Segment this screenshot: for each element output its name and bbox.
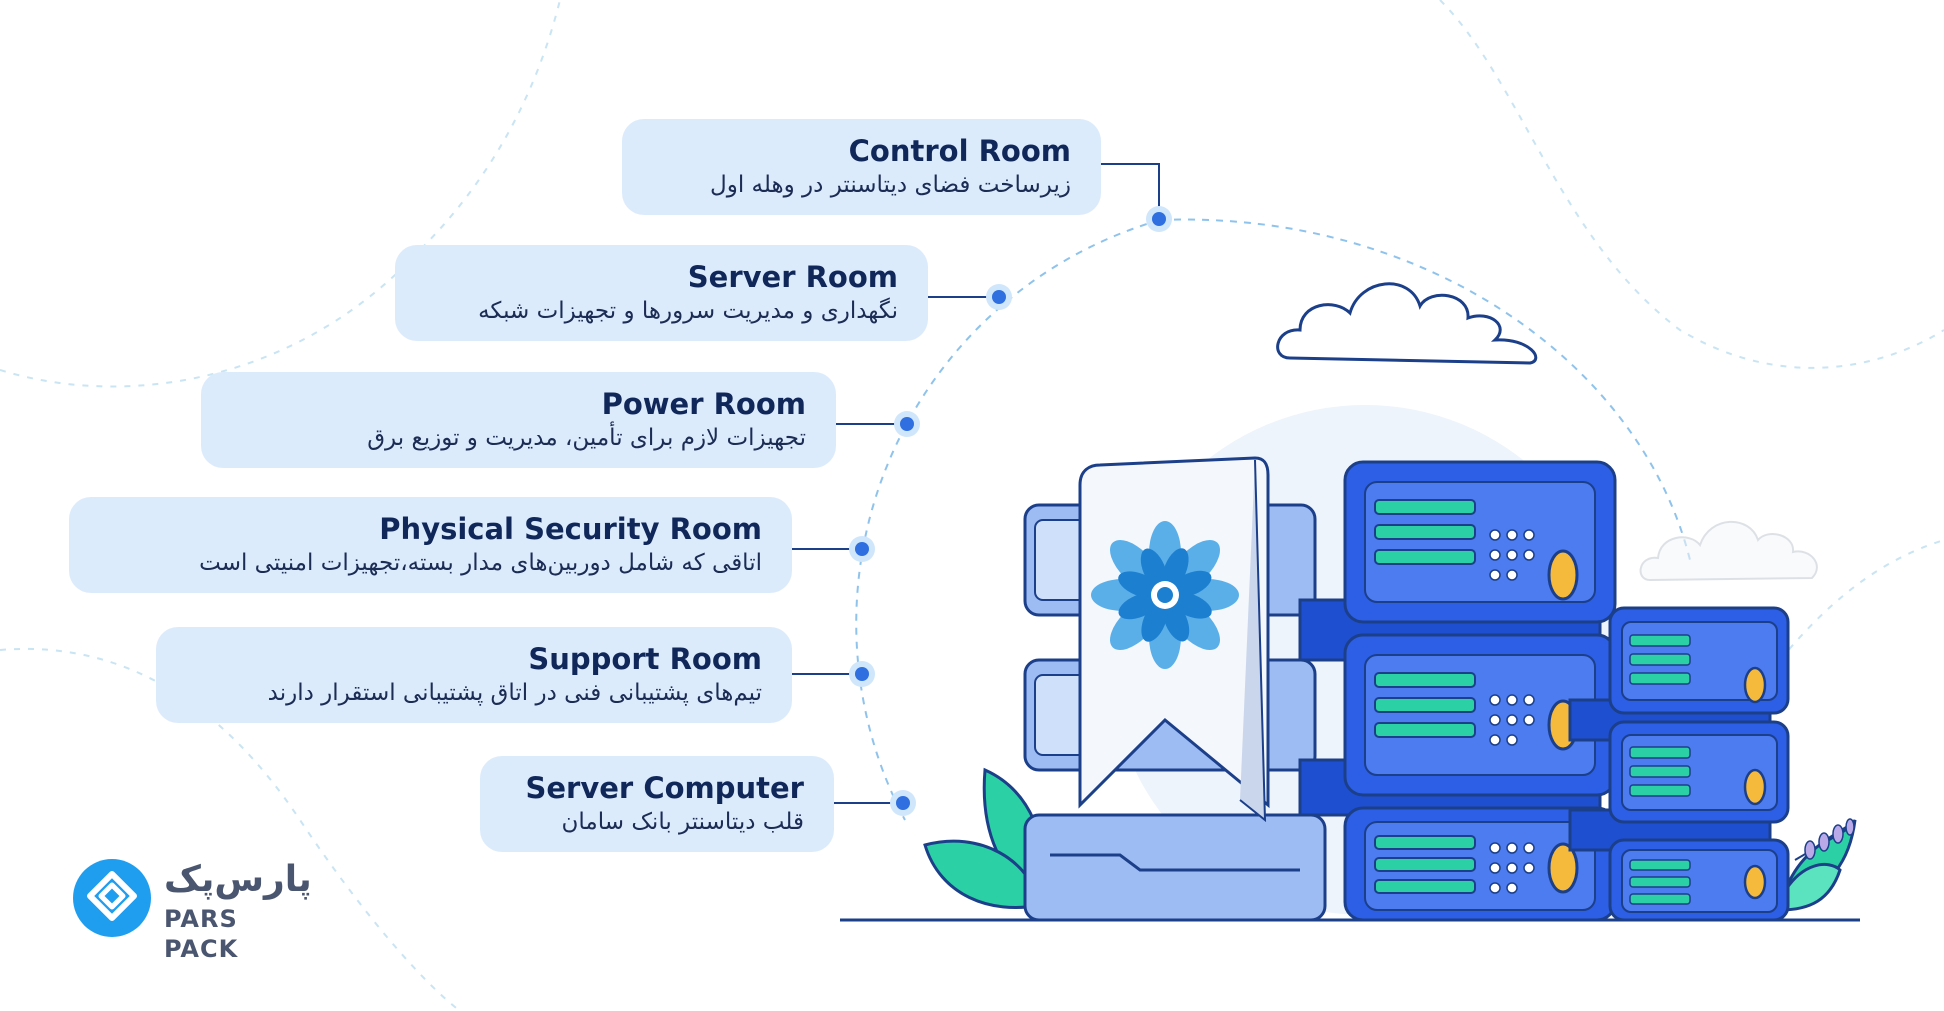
- timeline-arc: [855, 219, 1161, 821]
- timeline-dots: [849, 206, 1172, 816]
- card-power-room: Power Room تجهیزات لازم برای تأمین، مدیر…: [201, 372, 836, 468]
- card-title: Control Room: [848, 134, 1071, 168]
- server-stack-main: [1023, 460, 1617, 922]
- logo-text-en: PARS PACK: [164, 905, 239, 963]
- card-subtitle: قلب دیتاسنتر بانک سامان: [561, 809, 804, 835]
- logo-text-fa: پارس‌پک: [164, 859, 312, 900]
- card-subtitle: زیرساخت فضای دیتاسنتر در وهله اول: [710, 172, 1071, 198]
- card-title: Server Room: [687, 260, 898, 294]
- pars-pack-logo: پارس‌پک PARS PACK: [72, 858, 312, 963]
- card-title: Support Room: [528, 642, 762, 676]
- cloud-icon: [1639, 520, 1818, 582]
- card-title: Physical Security Room: [379, 512, 762, 546]
- card-support-room: Support Room تیم‌های پشتیبانی فنی در اتا…: [156, 627, 792, 723]
- cloud-icon: [1276, 282, 1538, 365]
- timeline-arc: [1159, 218, 1691, 561]
- card-subtitle: تیم‌های پشتیبانی فنی در اتاق پشتیبانی اس…: [267, 680, 762, 706]
- server-stack-small: [1568, 606, 1790, 922]
- card-server-room: Server Room نگهداری و مدیریت سرورها و تج…: [395, 245, 928, 341]
- card-physical-security-room: Physical Security Room اتاقی که شامل دور…: [69, 497, 792, 593]
- card-title: Power Room: [601, 387, 806, 421]
- bg-dashed-curve: [1439, 0, 1944, 369]
- pars-pack-logo-icon: [73, 859, 151, 937]
- saman-bank-flower-icon: [1091, 521, 1239, 669]
- card-subtitle: تجهیزات لازم برای تأمین، مدیریت و توزیع …: [367, 425, 806, 451]
- card-server-computer: Server Computer قلب دیتاسنتر بانک سامان: [480, 756, 834, 852]
- card-subtitle: اتاقی که شامل دوربین‌های مدار بسته،تجهیز…: [199, 550, 762, 576]
- card-title: Server Computer: [525, 771, 805, 805]
- card-control-room: Control Room زیرساخت فضای دیتاسنتر در وه…: [622, 119, 1101, 215]
- card-subtitle: نگهداری و مدیریت سرورها و تجهیزات شبکه: [478, 298, 898, 324]
